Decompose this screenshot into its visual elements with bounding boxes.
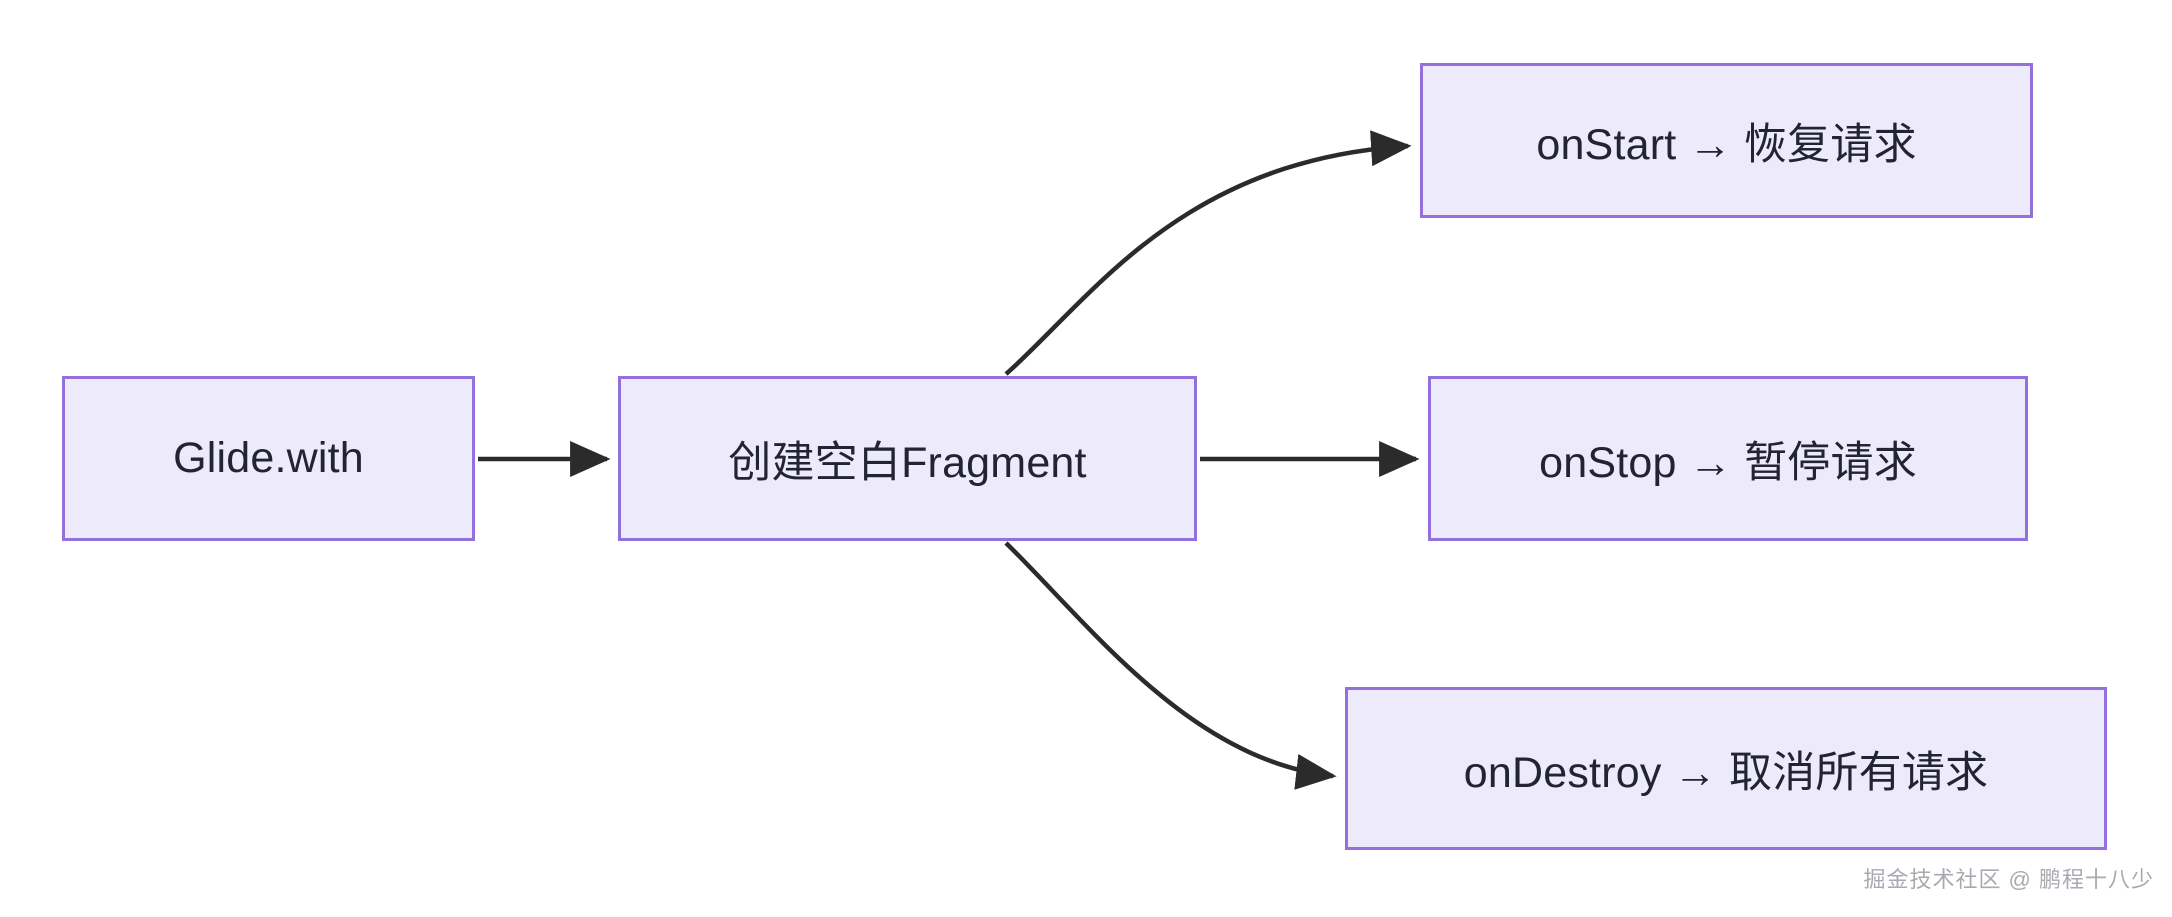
watermark: 掘金技术社区 @ 鹏程十八少 [1863, 867, 2154, 892]
node-glide-with[interactable]: Glide.with [62, 376, 475, 541]
node-glide-with-label: Glide.with [173, 434, 364, 482]
edge-create-to-onstart [1004, 130, 1412, 376]
node-ondestroy-label: onDestroy → 取消所有请求 [1463, 748, 1989, 797]
node-create-blank-fragment[interactable]: 创建空白Fragment [618, 376, 1197, 541]
node-onstop-label: onStop → 暂停请求 [1539, 438, 1917, 487]
node-onstop-pause-requests[interactable]: onStop → 暂停请求 [1428, 376, 2028, 541]
node-create-blank-fragment-label: 创建空白Fragment [728, 438, 1087, 487]
node-ondestroy-cancel-all-requests[interactable]: onDestroy → 取消所有请求 [1345, 687, 2107, 850]
node-onstart-label: onStart → 恢复请求 [1536, 120, 1917, 169]
edge-create-to-ondestroy [1004, 541, 1337, 790]
node-onstart-resume-requests[interactable]: onStart → 恢复请求 [1420, 63, 2033, 218]
